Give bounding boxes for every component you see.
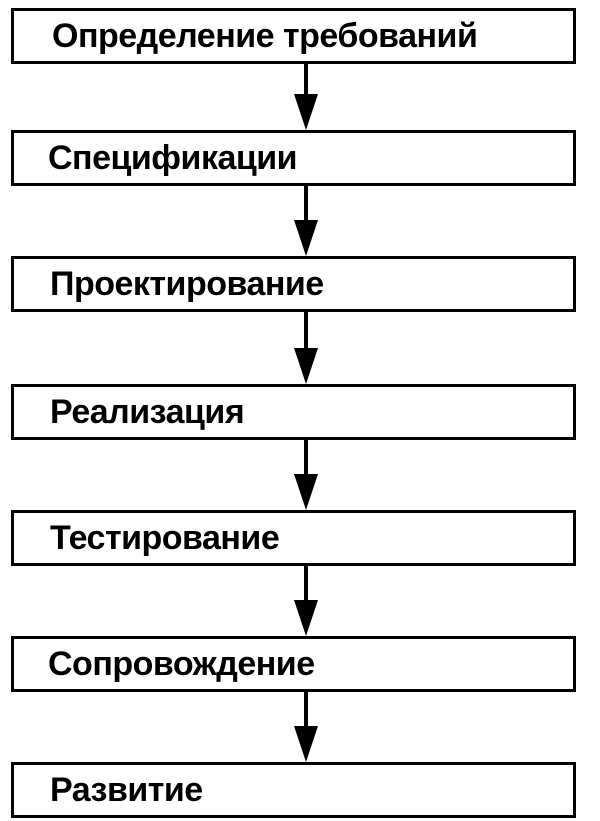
arrow-down-icon [294,64,318,130]
arrow-down-icon [294,312,318,384]
arrow-down-icon [294,692,318,762]
step-requirements-definition: Определение требований [11,8,576,64]
step-specifications: Спецификации [11,130,576,186]
step-label: Тестирование [50,519,280,557]
step-implementation: Реализация [11,384,576,440]
step-label: Сопровождение [48,645,315,683]
step-design: Проектирование [11,256,576,312]
step-label: Развитие [50,771,203,809]
step-label: Проектирование [50,265,324,303]
arrow-down-icon [294,566,318,636]
arrow-down-icon [294,440,318,510]
step-testing: Тестирование [11,510,576,566]
step-label: Спецификации [48,139,298,177]
step-label: Определение требований [52,17,478,55]
step-evolution: Развитие [11,762,576,818]
step-label: Реализация [50,393,245,431]
arrow-down-icon [294,186,318,256]
step-maintenance: Сопровождение [11,636,576,692]
